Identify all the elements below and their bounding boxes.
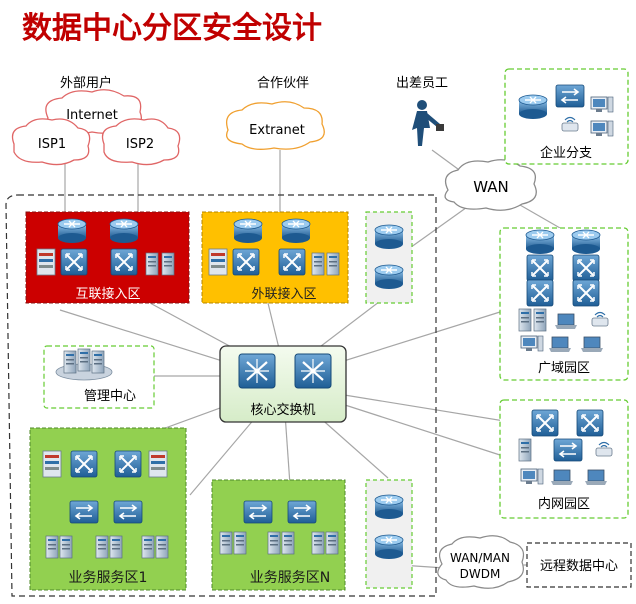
l2-switch-icon-2 <box>113 500 143 524</box>
intranet-l2-switch-icon <box>553 438 583 462</box>
branch-zone <box>504 68 629 165</box>
isp1-label: ISP1 <box>38 137 66 152</box>
server-icon-5 <box>311 531 325 555</box>
zone-router-icon <box>233 218 263 244</box>
wan-man-dwdm-cloud <box>437 535 525 589</box>
isp2-cloud <box>101 118 181 166</box>
remote-dc-zone <box>526 542 632 588</box>
server-icon-2 <box>233 531 247 555</box>
switch-icon <box>70 450 98 478</box>
server-icon <box>311 252 325 276</box>
zone-router-icon-2 <box>109 218 139 244</box>
campus-server-icon-2 <box>533 308 547 332</box>
server-icon-2 <box>59 535 73 559</box>
traveling-staff-icon <box>412 100 444 146</box>
zone-router-icon <box>57 218 87 244</box>
extranet-access-zone-label: 外联接入区 <box>251 286 316 302</box>
zone-router-icon-2 <box>281 218 311 244</box>
dci-router-icon <box>374 494 404 520</box>
management-servers-icon <box>55 348 113 381</box>
switch-icon <box>232 248 260 276</box>
extranet-cloud <box>225 101 325 150</box>
wan-campus-zone <box>499 227 629 381</box>
server-icon <box>45 535 59 559</box>
branch-router-icon <box>518 94 548 120</box>
campus-switch-icon-3 <box>526 279 554 307</box>
core-switch-icon-2 <box>294 353 332 389</box>
core-switch-icon <box>238 353 276 389</box>
traveling-staff-label: 出差员工 <box>396 76 448 91</box>
wan-router-icon <box>374 224 404 250</box>
intranet-switch-icon-2 <box>576 409 604 437</box>
external-users-label: 外部用户 <box>60 75 112 91</box>
internet-label: Internet <box>66 108 118 123</box>
remote-dc-label: 远程数据中心 <box>540 559 618 574</box>
l2-switch-icon <box>69 500 99 524</box>
campus-server-icon <box>518 308 532 332</box>
intranet-switch-icon <box>531 409 559 437</box>
page-title: 数据中心分区安全设计 <box>22 11 322 46</box>
server-icon-6 <box>155 535 169 559</box>
switch-icon-2 <box>110 248 138 276</box>
server-icon-2 <box>161 252 175 276</box>
l2-switch-icon <box>243 500 273 524</box>
datacenter-boundary <box>5 194 437 597</box>
internet-access-zone-label: 互联接入区 <box>75 286 140 302</box>
dci-router-icon-2 <box>374 534 404 560</box>
switch-icon-2 <box>114 450 142 478</box>
wan-label: WAN <box>473 178 509 196</box>
server-icon-4 <box>109 535 123 559</box>
switch-icon <box>60 248 88 276</box>
management-center-label: 管理中心 <box>84 389 136 404</box>
server-icon <box>145 252 159 276</box>
wan-man-label: WAN/MAN <box>450 551 510 565</box>
firewall-icon <box>36 248 56 276</box>
extranet-label: Extranet <box>249 123 305 138</box>
service-zone-1-label: 业务服务区1 <box>69 570 148 586</box>
server-icon <box>219 531 233 555</box>
core-switch-label: 核心交换机 <box>250 402 315 418</box>
server-icon-6 <box>325 531 339 555</box>
branch-switch-icon <box>555 84 585 108</box>
intranet-server-icon <box>518 438 532 462</box>
firewall-icon-2 <box>148 450 168 478</box>
wan-cloud <box>444 159 537 211</box>
l2-switch-icon-2 <box>287 500 317 524</box>
isp1-cloud <box>11 118 91 166</box>
partners-label: 合作伙伴 <box>257 76 309 91</box>
campus-switch-icon <box>526 254 554 282</box>
campus-switch-icon-2 <box>572 254 600 282</box>
intranet-laptop-icon <box>550 469 574 486</box>
branch-label: 企业分支 <box>540 145 592 161</box>
service-zone-n-label: 业务服务区N <box>250 570 330 586</box>
wan-campus-label: 广域园区 <box>538 361 590 376</box>
intranet-laptop-icon-2 <box>584 469 608 486</box>
campus-router-icon <box>525 229 555 255</box>
server-icon-2 <box>326 252 340 276</box>
server-icon-3 <box>267 531 281 555</box>
isp2-label: ISP2 <box>126 137 154 152</box>
campus-laptop-icon-3 <box>580 336 604 353</box>
switch-icon-2 <box>278 248 306 276</box>
firewall-icon <box>42 450 62 478</box>
dwdm-label: DWDM <box>460 567 501 581</box>
server-icon-5 <box>141 535 155 559</box>
server-icon-4 <box>281 531 295 555</box>
campus-laptop-icon <box>554 313 578 330</box>
campus-laptop-icon-2 <box>548 336 572 353</box>
campus-router-icon-2 <box>571 229 601 255</box>
firewall-icon <box>208 248 228 276</box>
wan-router-icon-2 <box>374 264 404 290</box>
intranet-campus-label: 内网园区 <box>538 496 590 512</box>
campus-switch-icon-4 <box>572 279 600 307</box>
server-icon-3 <box>95 535 109 559</box>
